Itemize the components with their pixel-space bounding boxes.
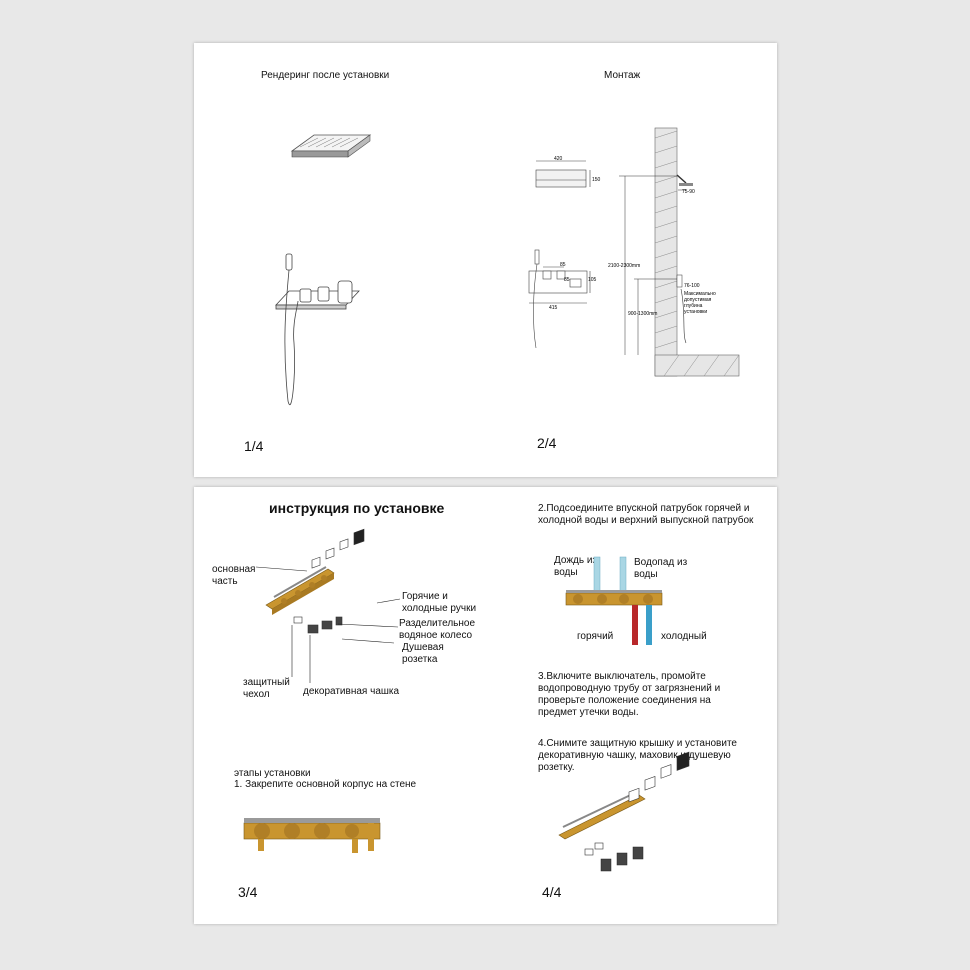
label-waterfall: Водопад из воды: [634, 557, 688, 580]
dim-depth: 76-100: [684, 283, 700, 289]
label-handles: Горячие и холодные ручки: [402, 591, 477, 614]
dim-valve-width: 415: [549, 305, 558, 311]
render-heading: Рендеринг после установки: [261, 70, 390, 81]
exploded-view-diagram: [255, 528, 401, 683]
cups-icon: [293, 616, 343, 634]
label-main-part: основная часть: [212, 564, 256, 587]
valve-dimension-icon: [528, 249, 591, 349]
label-shower-outlet: Душевая розетка: [402, 642, 444, 665]
step1-valve-body: [243, 818, 381, 853]
dim-height-top: 150: [592, 177, 601, 183]
mounting-diagram: 420 150 85 85 105 415: [528, 127, 740, 377]
label-rain: Дождь из воды: [554, 555, 598, 578]
dim-width-top: 420: [554, 156, 563, 162]
depth-note-4: установки: [684, 309, 707, 315]
shower-head-dimension-icon: [535, 160, 591, 188]
valve-body-icon: [265, 566, 335, 615]
depth-note-2: допустимая: [684, 297, 712, 303]
handles-icon: [311, 528, 365, 569]
label-deco-cup: декоративная чашка: [303, 686, 400, 697]
step-2: 2.Подсоедините впускной патрубок горячей…: [538, 503, 754, 526]
rain-shower-head-icon: [290, 134, 372, 158]
wall-section-icon: [619, 127, 740, 377]
valve-panel-icon: [275, 253, 360, 405]
page-number-2: 2/4: [537, 435, 557, 451]
page-bottom-sheet: инструкция по установке: [194, 487, 777, 924]
page-top-sheet: Рендеринг после установки Монтаж: [194, 43, 777, 477]
depth-note-1: Максимально: [684, 291, 716, 297]
dim-spacing-a: 85: [560, 262, 566, 268]
depth-note-3: глубина: [684, 303, 703, 309]
step-3: 3.Включите выключатель, промойте водопро…: [538, 671, 721, 718]
render-illustration: [275, 134, 372, 405]
dim-arm: 75-90: [682, 189, 695, 195]
dim-total-height: 2100-2300mm: [608, 263, 640, 269]
step2-connection-diagram: [565, 556, 663, 645]
steps-title: этапы установки: [234, 768, 311, 779]
dim-valve-height: 105: [588, 277, 597, 283]
dim-valve-level: 900-1300mm: [628, 311, 657, 317]
dim-spacing-b: 85: [564, 277, 570, 283]
page-number-3: 3/4: [238, 884, 258, 900]
label-protective-cover: защитный чехол: [243, 677, 290, 700]
mounting-heading: Монтаж: [604, 70, 641, 81]
page-number-1: 1/4: [244, 438, 264, 454]
label-diverter: Разделительное водяное колесо: [399, 618, 476, 641]
label-cold: холодный: [661, 631, 707, 642]
step4-assembly-diagram: [558, 751, 690, 872]
label-hot: горячий: [577, 631, 614, 642]
instructions-title: инструкция по установке: [269, 500, 445, 516]
page-number-4: 4/4: [542, 884, 562, 900]
step-4: 4.Снимите защитную крышку и установите д…: [538, 738, 737, 773]
step-1: 1. Закрепите основной корпус на стене: [234, 779, 417, 790]
